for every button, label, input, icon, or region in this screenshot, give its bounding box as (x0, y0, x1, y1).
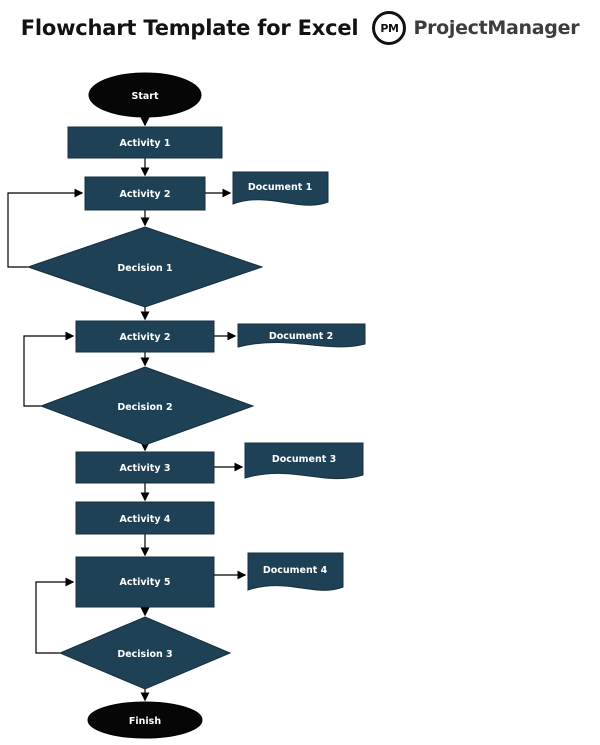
node-decision1-label: Decision 1 (117, 263, 172, 274)
brand-logo: PM ProjectManager (372, 11, 580, 45)
node-document4-label: Document 4 (263, 565, 328, 576)
pm-logo-icon: PM (372, 11, 407, 45)
node-activity2-top-label: Activity 2 (120, 189, 171, 200)
node-finish: Finish (87, 701, 203, 739)
node-activity2-mid-label: Activity 2 (120, 332, 171, 343)
node-activity4-label: Activity 4 (120, 514, 171, 525)
node-activity5-label: Activity 5 (120, 577, 171, 588)
node-start-label: Start (131, 91, 158, 102)
edge-decision3-loopback (35, 577, 75, 654)
node-decision2-label: Decision 2 (117, 402, 172, 413)
node-activity3: Activity 3 (75, 451, 215, 484)
node-activity5: Activity 5 (75, 556, 215, 608)
node-activity2-top: Activity 2 (84, 176, 206, 211)
node-activity4: Activity 4 (75, 501, 215, 535)
node-start: Start (88, 72, 202, 118)
node-activity3-label: Activity 3 (120, 463, 171, 474)
node-activity2-mid: Activity 2 (75, 320, 215, 353)
node-decision3-label: Decision 3 (117, 649, 172, 660)
edge-decision2-loopback (23, 331, 75, 407)
node-document2-label: Document 2 (269, 331, 333, 342)
node-document1: Document 1 (232, 171, 329, 206)
node-decision1: Decision 1 (26, 226, 264, 308)
node-document3-label: Document 3 (272, 454, 336, 465)
page-header: Flowchart Template for Excel PM ProjectM… (0, 6, 600, 50)
node-document3: Document 3 (244, 442, 364, 480)
page-title: Flowchart Template for Excel (20, 16, 359, 40)
node-document1-label: Document 1 (248, 182, 312, 193)
node-decision2: Decision 2 (39, 366, 255, 446)
node-document4: Document 4 (247, 552, 344, 591)
node-document2: Document 2 (237, 323, 366, 348)
brand-name: ProjectManager (413, 17, 580, 39)
edge-decision1-loopback (7, 188, 84, 268)
node-activity1: Activity 1 (67, 126, 223, 159)
node-activity1-label: Activity 1 (120, 138, 171, 149)
node-finish-label: Finish (129, 716, 161, 727)
connectors (7, 117, 247, 702)
node-decision3: Decision 3 (58, 616, 232, 690)
